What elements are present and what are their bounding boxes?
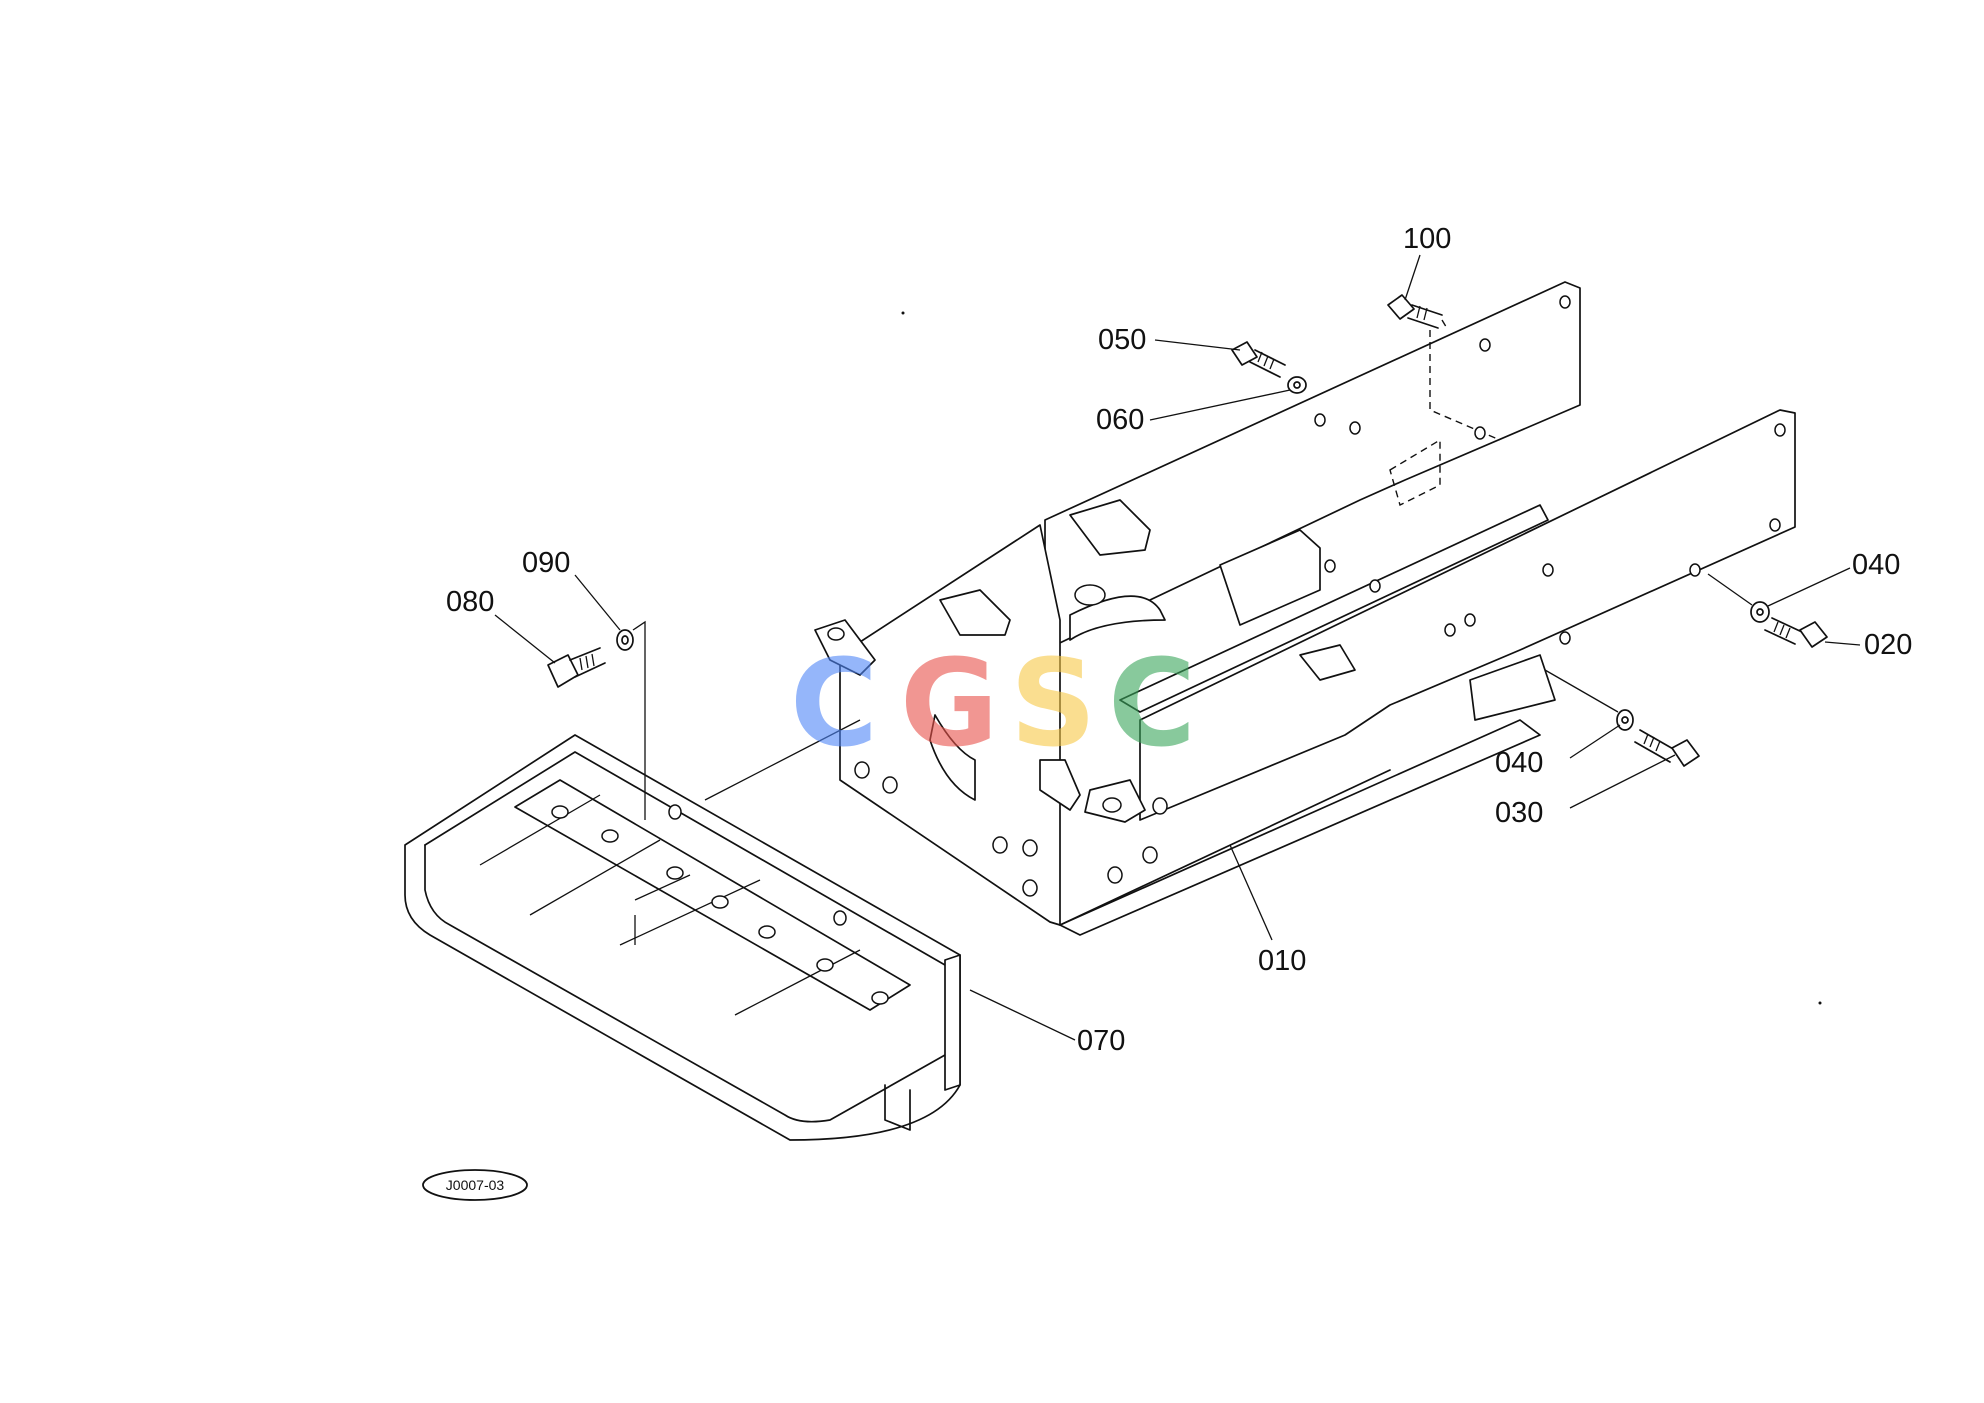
callout-030: 030: [1495, 797, 1543, 829]
callout-080: 080: [446, 586, 494, 618]
figure-code-badge: J0007-03: [422, 1169, 528, 1201]
bolt-050-icon: [1231, 341, 1286, 378]
callout-010: 010: [1258, 945, 1306, 977]
callout-040-upper: 040: [1852, 549, 1900, 581]
bolt-100-icon: [1387, 294, 1449, 331]
washer-060-icon: [1287, 376, 1307, 394]
callout-050: 050: [1098, 324, 1146, 356]
watermark-logo: C G S C: [790, 635, 1196, 774]
callout-070: 070: [1077, 1025, 1125, 1057]
washer-090-icon: [616, 620, 646, 820]
watermark-letter-4: C: [1108, 635, 1196, 774]
callout-040-lower: 040: [1495, 747, 1543, 779]
washer-040b-icon: [1544, 669, 1634, 731]
leader-lines: [494, 254, 1861, 1041]
callout-020: 020: [1864, 629, 1912, 661]
watermark-letter-1: C: [790, 635, 878, 774]
watermark-letter-2: G: [900, 635, 999, 774]
figure-code: J0007-03: [446, 1177, 505, 1193]
callout-100: 100: [1403, 223, 1451, 255]
main-frame-part: [814, 281, 1796, 936]
tray-part-070: [404, 719, 961, 1141]
callout-060: 060: [1096, 404, 1144, 436]
bolt-030-icon: [1634, 729, 1700, 767]
callout-090: 090: [522, 547, 570, 579]
washer-040a-icon: [1750, 601, 1770, 623]
watermark-letter-3: S: [1010, 635, 1096, 774]
bolt-020-icon: [1707, 573, 1828, 648]
bolt-080-icon: [547, 647, 606, 688]
